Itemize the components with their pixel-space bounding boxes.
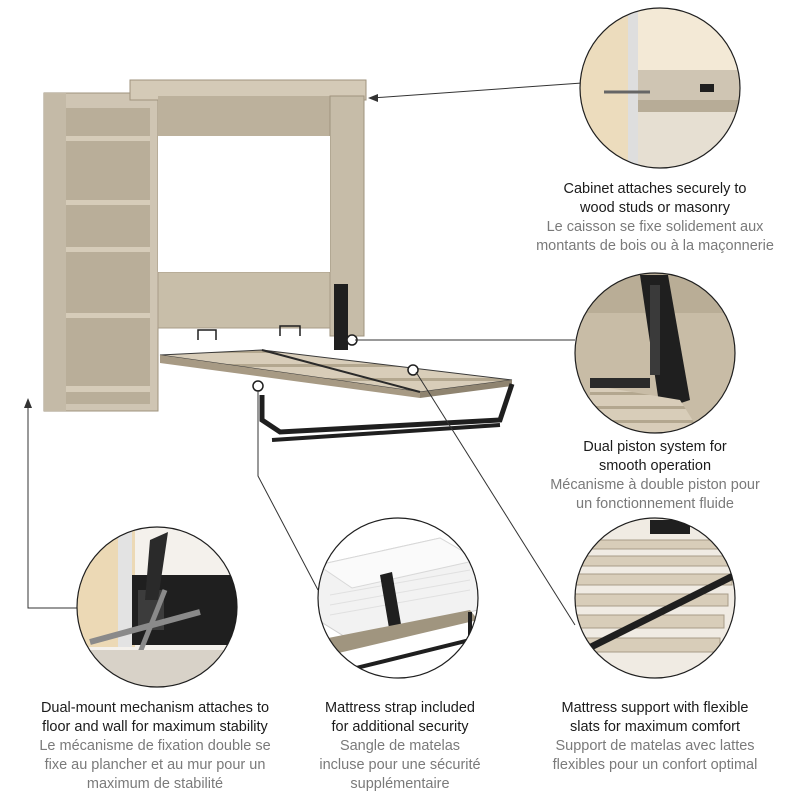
caption-slats-fr: Support de matelas avec lattes flexibles…: [552, 738, 758, 773]
caption-slats-en: Mattress support with flexible slats for…: [561, 700, 749, 735]
caption-piston: Dual piston system for smooth operation …: [515, 438, 795, 514]
leader-lines: [24, 82, 583, 626]
caption-cabinet-fr: Le caisson se fixe solidement aux montan…: [536, 219, 774, 254]
caption-mount-en: Dual-mount mechanism attaches to floor a…: [40, 700, 270, 735]
caption-mount-fr: Le mécanisme de fixation double se fixe …: [39, 738, 271, 792]
caption-strap-fr: Sangle de matelas incluse pour une sécur…: [319, 738, 481, 792]
detail-wall-attachment: [579, 7, 741, 169]
detail-mattress-strap: [317, 517, 479, 679]
caption-piston-fr: Mécanisme à double piston pour un foncti…: [550, 477, 760, 512]
caption-cabinet: Cabinet attaches securely to wood studs …: [515, 180, 795, 256]
caption-slats: Mattress support with flexible slats for…: [520, 699, 790, 775]
caption-cabinet-en: Cabinet attaches securely to wood studs …: [563, 181, 747, 216]
detail-flexible-slats: [574, 517, 736, 679]
detail-dual-mount: [76, 526, 238, 688]
caption-mount: Dual-mount mechanism attaches to floor a…: [10, 699, 300, 794]
caption-strap: Mattress strap included for additional s…: [290, 699, 510, 794]
bed-cabinet: [129, 79, 367, 337]
caption-piston-en: Dual piston system for smooth operation: [583, 439, 727, 474]
caption-strap-en: Mattress strap included for additional s…: [325, 700, 475, 735]
bookcase: [43, 92, 159, 412]
detail-piston: [574, 272, 736, 434]
bed-frame: [159, 284, 515, 442]
